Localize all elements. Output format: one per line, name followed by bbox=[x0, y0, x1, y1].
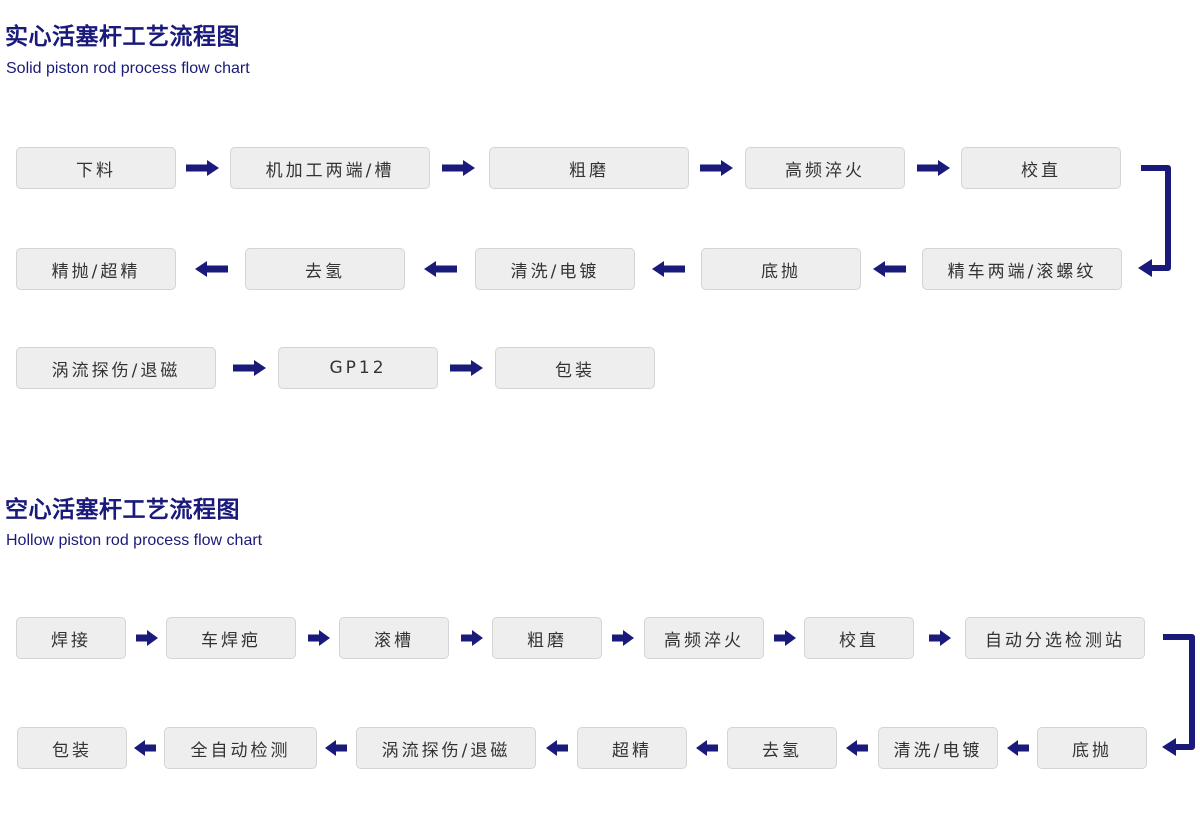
solid-connector-arrowhead bbox=[1138, 259, 1152, 277]
hollow-arrow-6 bbox=[929, 630, 951, 646]
hollow-arrow-2 bbox=[308, 630, 330, 646]
solid-arrow-1 bbox=[186, 160, 219, 176]
solid-chart-subtitle: Solid piston rod process flow chart bbox=[6, 60, 250, 77]
hollow-step-eddy-current-demagnetizing: 涡流探伤/退磁 bbox=[356, 727, 536, 769]
hollow-arrow-4 bbox=[612, 630, 634, 646]
solid-arrow-4 bbox=[917, 160, 950, 176]
hollow-step-groove-rolling: 滚槽 bbox=[339, 617, 449, 659]
hollow-arrow-12 bbox=[134, 740, 156, 756]
solid-step-straightening: 校直 bbox=[961, 147, 1121, 189]
solid-step-finish-turning-threading: 精车两端/滚螺纹 bbox=[922, 248, 1122, 290]
hollow-step-straightening: 校直 bbox=[804, 617, 914, 659]
solid-arrow-7 bbox=[424, 261, 457, 277]
hollow-arrow-11 bbox=[325, 740, 347, 756]
solid-step-induction-hardening: 高频淬火 bbox=[745, 147, 905, 189]
solid-step-dehydrogenation: 去氢 bbox=[245, 248, 405, 290]
hollow-arrow-3 bbox=[461, 630, 483, 646]
solid-step-packaging: 包装 bbox=[495, 347, 655, 389]
solid-arrow-5 bbox=[873, 261, 906, 277]
solid-arrow-2 bbox=[442, 160, 475, 176]
solid-step-machining-ends-groove: 机加工两端/槽 bbox=[230, 147, 430, 189]
hollow-step-cleaning-plating: 清洗/电镀 bbox=[878, 727, 998, 769]
hollow-step-packaging: 包装 bbox=[17, 727, 127, 769]
hollow-step-dehydrogenation: 去氢 bbox=[727, 727, 837, 769]
solid-step-cleaning-plating: 清洗/电镀 bbox=[475, 248, 635, 290]
solid-arrow-10 bbox=[450, 360, 483, 376]
hollow-step-auto-sorting-station: 自动分选检测站 bbox=[965, 617, 1145, 659]
solid-step-cutting: 下料 bbox=[16, 147, 176, 189]
solid-step-base-polishing: 底抛 bbox=[701, 248, 861, 290]
solid-arrow-8 bbox=[195, 261, 228, 277]
hollow-step-induction-hardening: 高频淬火 bbox=[644, 617, 764, 659]
hollow-step-rough-grinding: 粗磨 bbox=[492, 617, 602, 659]
solid-chart-title: 实心活塞杆工艺流程图 bbox=[5, 24, 240, 50]
hollow-step-superfinishing: 超精 bbox=[577, 727, 687, 769]
hollow-step-turning-weld-scar: 车焊疤 bbox=[166, 617, 296, 659]
hollow-step-full-auto-inspection: 全自动检测 bbox=[164, 727, 317, 769]
hollow-arrow-10 bbox=[546, 740, 568, 756]
solid-arrow-3 bbox=[700, 160, 733, 176]
hollow-arrow-5 bbox=[774, 630, 796, 646]
solid-connector-arrow bbox=[1141, 165, 1171, 271]
solid-arrow-9 bbox=[233, 360, 266, 376]
hollow-connector-arrow bbox=[1163, 634, 1195, 750]
solid-step-fine-polishing-superfinishing: 精抛/超精 bbox=[16, 248, 176, 290]
hollow-arrow-1 bbox=[136, 630, 158, 646]
solid-step-rough-grinding: 粗磨 bbox=[489, 147, 689, 189]
solid-step-eddy-current-demagnetizing: 涡流探伤/退磁 bbox=[16, 347, 216, 389]
solid-step-gp12: GP12 bbox=[278, 347, 438, 389]
hollow-arrow-8 bbox=[846, 740, 868, 756]
hollow-chart-subtitle: Hollow piston rod process flow chart bbox=[6, 532, 263, 549]
hollow-step-welding: 焊接 bbox=[16, 617, 126, 659]
hollow-arrow-7 bbox=[1007, 740, 1029, 756]
hollow-arrow-9 bbox=[696, 740, 718, 756]
hollow-chart-title: 空心活塞杆工艺流程图 bbox=[5, 497, 240, 523]
hollow-connector-arrowhead bbox=[1162, 738, 1176, 756]
hollow-step-base-polishing: 底抛 bbox=[1037, 727, 1147, 769]
solid-arrow-6 bbox=[652, 261, 685, 277]
